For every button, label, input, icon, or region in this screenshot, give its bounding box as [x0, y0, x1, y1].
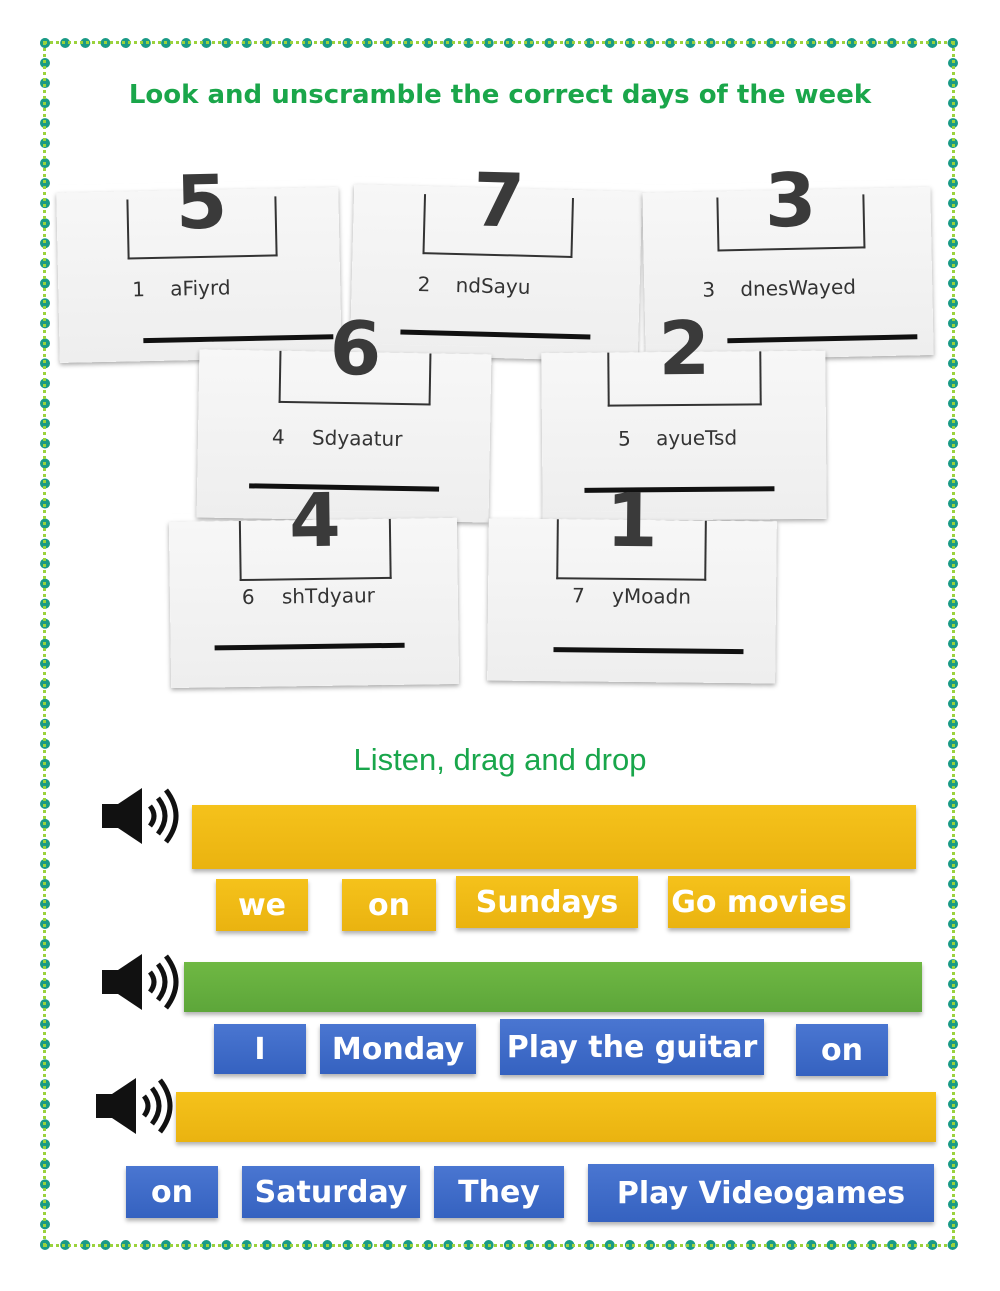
- scrambled-word: aFiyrd: [170, 275, 231, 301]
- word-tile-sundays[interactable]: Sundays: [456, 876, 638, 928]
- scrambled-word: ayueTsd: [655, 425, 738, 451]
- scrambled-word: yMoadn: [611, 583, 692, 609]
- calendar-digit: 3: [763, 157, 818, 245]
- calendar-digit: 4: [288, 477, 342, 565]
- word-tile-play-videogames[interactable]: Play Videogames: [588, 1164, 934, 1222]
- item-number: 2: [417, 271, 431, 297]
- word-tile-on-2[interactable]: on: [796, 1024, 888, 1076]
- answer-line[interactable]: [553, 647, 744, 655]
- drop-zone-1[interactable]: [192, 805, 916, 869]
- speaker-icon[interactable]: [94, 1074, 176, 1138]
- answer-line[interactable]: [214, 642, 405, 651]
- calendar-box: 1: [556, 478, 707, 581]
- calendar-digit: 2: [658, 305, 711, 393]
- calendar-box: 7: [422, 157, 574, 258]
- drop-zone-3[interactable]: [176, 1092, 936, 1142]
- calendar-box: 6: [278, 306, 432, 406]
- item-number: 7: [571, 583, 585, 608]
- item-number: 5: [617, 426, 631, 451]
- section-subtitle: Listen, drag and drop: [353, 742, 647, 777]
- scrambled-word: dnesWayed: [740, 274, 857, 301]
- item-number: 1: [132, 277, 146, 302]
- item-number: 6: [241, 584, 255, 610]
- speaker-icon[interactable]: [100, 784, 182, 848]
- word-tile-go-movies[interactable]: Go movies: [668, 876, 850, 928]
- word-tile-on[interactable]: on: [342, 879, 436, 931]
- word-tile-play-the-guitar[interactable]: Play the guitar: [500, 1019, 764, 1075]
- word-tile-they[interactable]: They: [434, 1166, 564, 1218]
- note-card-7: 1 7 yMoadn: [487, 478, 777, 684]
- calendar-box: 5: [126, 159, 278, 260]
- speaker-icon[interactable]: [100, 950, 182, 1014]
- calendar-digit: 7: [472, 157, 526, 245]
- calendar-digit: 6: [329, 305, 383, 393]
- page-title: Look and unscramble the correct days of …: [128, 80, 872, 110]
- calendar-digit: 1: [605, 477, 659, 565]
- word-tile-monday[interactable]: Monday: [320, 1024, 476, 1074]
- scrambled-word: shTdyaur: [281, 583, 376, 609]
- scrambled-word: ndSayu: [455, 272, 531, 299]
- drop-zone-2[interactable]: [184, 962, 922, 1012]
- item-number: 3: [702, 277, 716, 302]
- calendar-box: 2: [607, 306, 762, 407]
- word-tile-saturday[interactable]: Saturday: [242, 1166, 420, 1218]
- word-tile-on-3[interactable]: on: [126, 1166, 218, 1218]
- word-tile-we[interactable]: we: [216, 879, 308, 931]
- scrambled-word: Sdyaatur: [311, 425, 403, 452]
- word-tile-i[interactable]: I: [214, 1024, 306, 1074]
- calendar-digit: 5: [174, 159, 229, 247]
- calendar-box: 4: [238, 478, 392, 582]
- calendar-box: 3: [716, 157, 866, 252]
- decorative-border: [40, 38, 958, 1250]
- item-number: 4: [271, 424, 285, 449]
- note-card-6: 4 6 shTdyaur: [168, 478, 460, 689]
